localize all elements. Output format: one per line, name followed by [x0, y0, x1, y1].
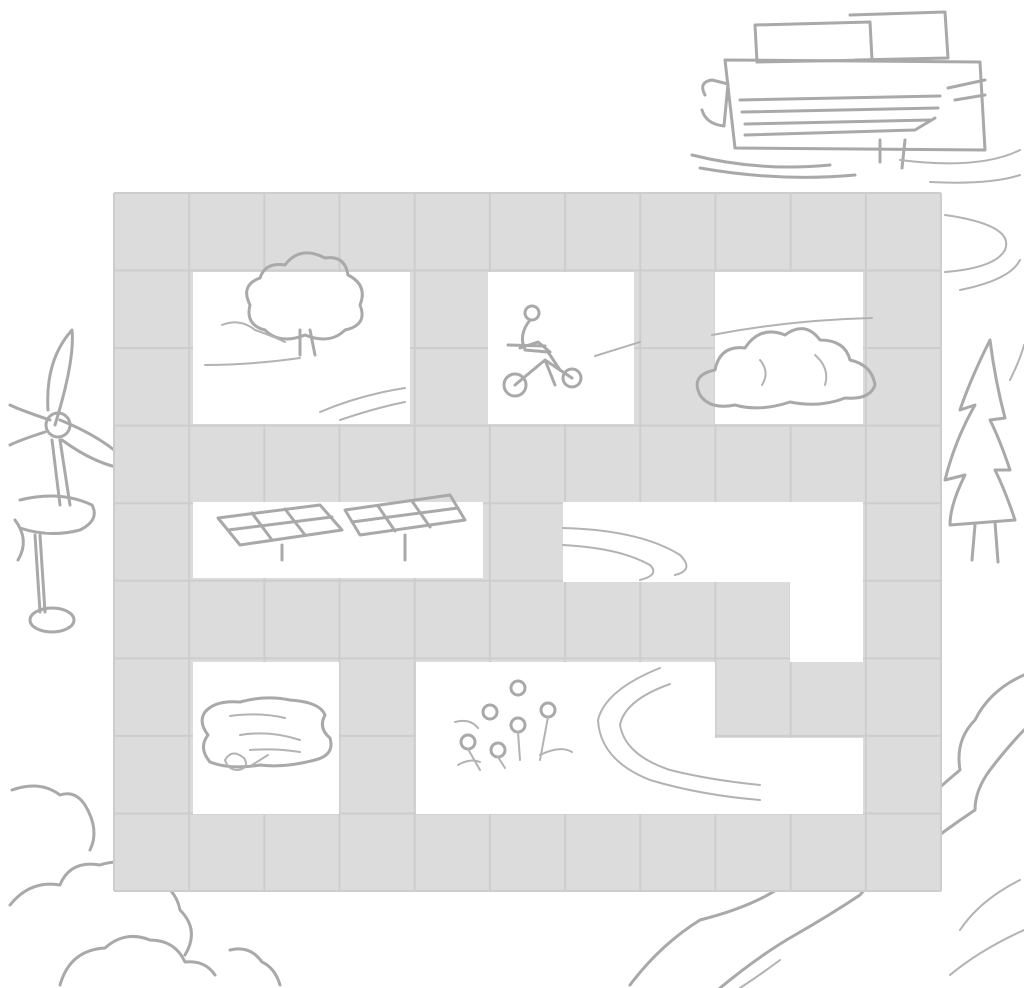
- window-clouds[interactable]: [697, 272, 875, 424]
- window-tree[interactable]: [193, 253, 410, 424]
- pine-tree-icon: [945, 340, 1024, 562]
- window-cyclist[interactable]: [488, 272, 640, 424]
- window-pond[interactable]: [193, 662, 339, 814]
- window-solar-panels[interactable]: [193, 495, 483, 578]
